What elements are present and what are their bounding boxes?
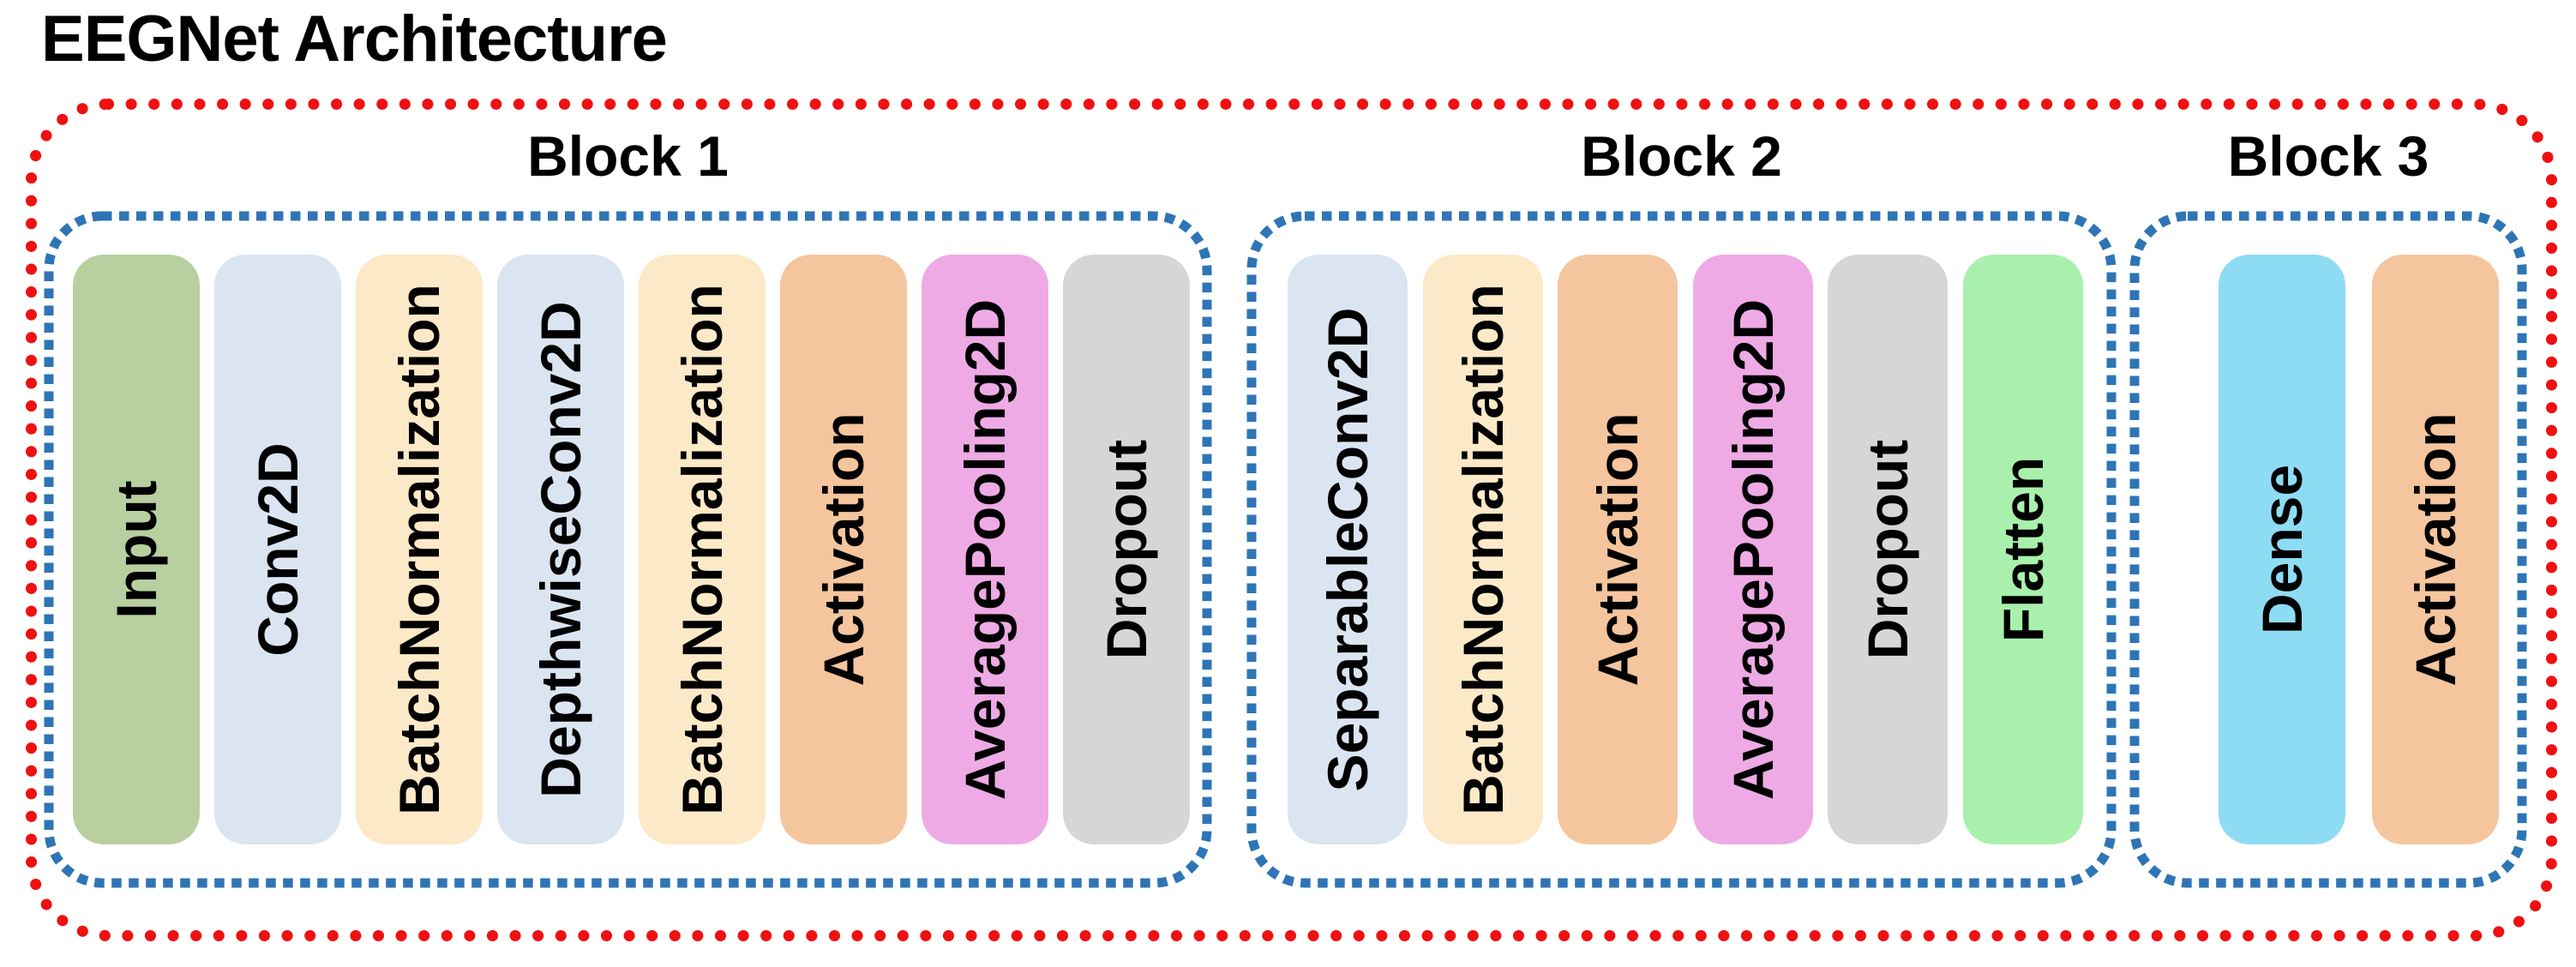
b1-layer-conv2d-label: Conv2D bbox=[246, 442, 309, 657]
b1-layer-batchnormalization-2: BatchNormalization bbox=[639, 255, 766, 844]
b1-layer-dropout: Dropout bbox=[1063, 255, 1190, 844]
b2-layer-dropout-label: Dropout bbox=[1856, 439, 1920, 660]
b2-layer-activation-label: Activation bbox=[1586, 412, 1650, 687]
block3-label: Block 3 bbox=[2227, 124, 2429, 188]
block2-label: Block 2 bbox=[1581, 124, 1782, 188]
page-title: EEGNet Architecture bbox=[41, 3, 668, 75]
block3-layer-row: Dense Activation bbox=[2219, 255, 2499, 844]
b1-layer-activation: Activation bbox=[780, 255, 907, 844]
b3-layer-dense: Dense bbox=[2219, 255, 2345, 844]
b1-layer-conv2d: Conv2D bbox=[214, 255, 341, 844]
b2-layer-averagepooling2d-label: AveragePooling2D bbox=[1720, 298, 1785, 801]
b2-layer-flatten: Flatten bbox=[1962, 255, 2083, 844]
b1-layer-depthwiseconv2d: DepthwiseConv2D bbox=[497, 255, 624, 844]
b2-layer-batchnormalization-label: BatchNormalization bbox=[1450, 284, 1515, 815]
block1-layer-row: Input Conv2D BatchNormalization Depthwis… bbox=[73, 255, 1190, 844]
b1-layer-batchnormalization-2-label: BatchNormalization bbox=[670, 284, 734, 815]
b3-layer-activation-label: Activation bbox=[2404, 412, 2467, 687]
b1-layer-batchnormalization-1: BatchNormalization bbox=[356, 255, 483, 844]
block2-layer-row: SeparableConv2D BatchNormalization Activ… bbox=[1288, 255, 2083, 844]
b3-layer-activation: Activation bbox=[2372, 255, 2499, 844]
block1-label: Block 1 bbox=[527, 124, 729, 188]
b1-layer-activation-label: Activation bbox=[812, 412, 875, 687]
b1-layer-input: Input bbox=[73, 255, 200, 844]
b3-layer-dense-label: Dense bbox=[2250, 464, 2314, 635]
b1-layer-averagepooling2d-label: AveragePooling2D bbox=[953, 298, 1017, 801]
b1-layer-dropout-label: Dropout bbox=[1095, 439, 1158, 660]
b2-layer-averagepooling2d: AveragePooling2D bbox=[1692, 255, 1813, 844]
b1-layer-input-label: Input bbox=[105, 480, 168, 619]
b2-layer-batchnormalization: BatchNormalization bbox=[1422, 255, 1543, 844]
b2-layer-activation: Activation bbox=[1558, 255, 1678, 844]
b1-layer-averagepooling2d: AveragePooling2D bbox=[922, 255, 1048, 844]
b2-layer-separableconv2d-label: SeparableConv2D bbox=[1316, 307, 1379, 792]
b2-layer-flatten-label: Flatten bbox=[1991, 456, 2055, 643]
b2-layer-dropout: Dropout bbox=[1828, 255, 1949, 844]
b2-layer-separableconv2d: SeparableConv2D bbox=[1288, 255, 1408, 844]
b1-layer-depthwiseconv2d-label: DepthwiseConv2D bbox=[529, 301, 592, 798]
b1-layer-batchnormalization-1-label: BatchNormalization bbox=[387, 284, 451, 815]
